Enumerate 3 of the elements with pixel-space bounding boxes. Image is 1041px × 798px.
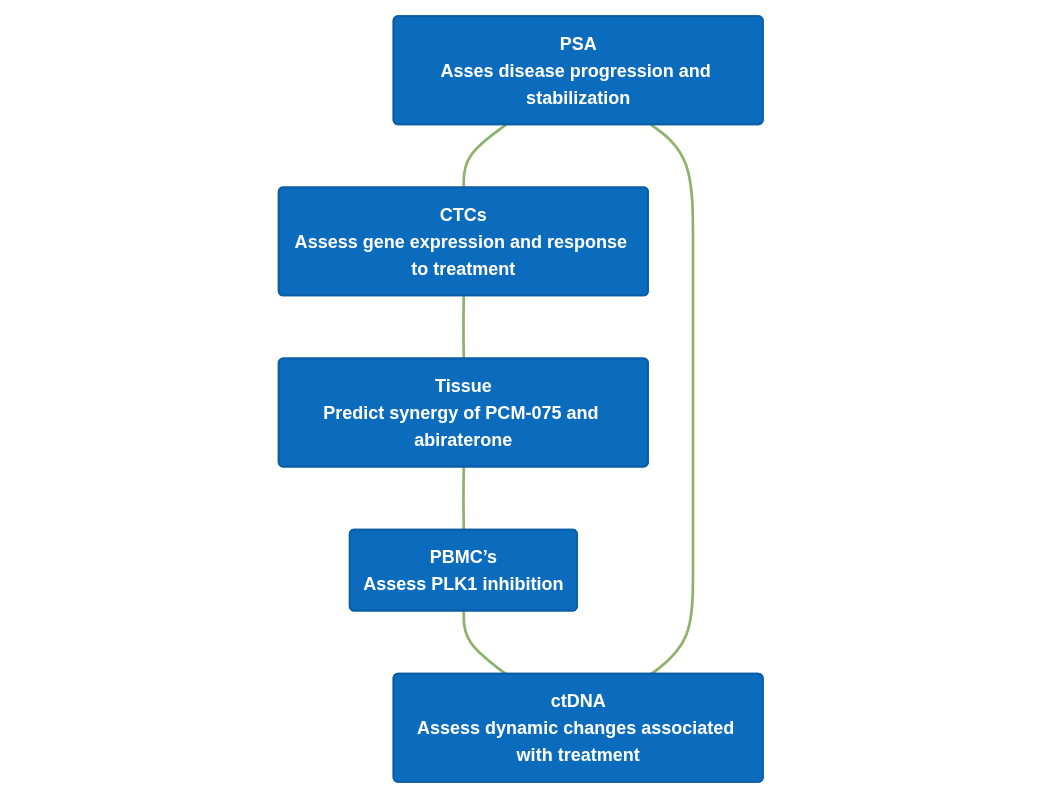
connector (461, 467, 465, 531)
connector (462, 123, 507, 188)
connector (461, 295, 465, 359)
